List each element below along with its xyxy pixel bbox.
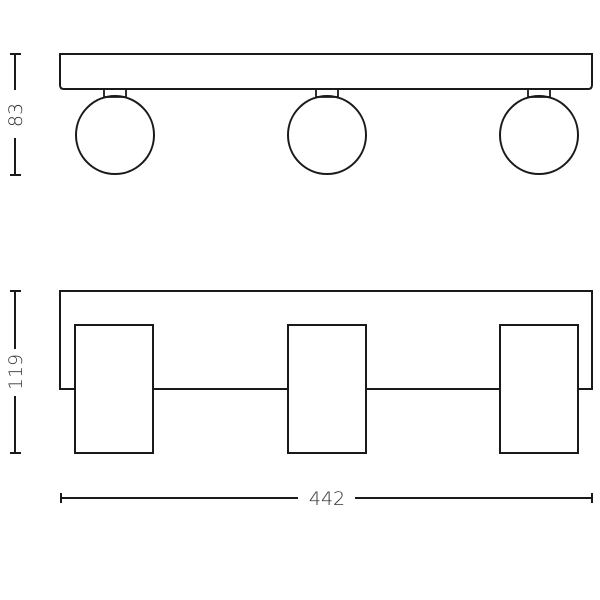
globe-3 (499, 95, 579, 175)
dimension-442 (60, 493, 593, 503)
side-spot-1 (75, 89, 155, 175)
front-spot-1 (74, 324, 154, 454)
front-spot-3 (499, 324, 579, 454)
label-width-442: 442 (309, 488, 345, 510)
label-height-83: 83 (5, 103, 27, 127)
label-height-119: 119 (5, 354, 27, 390)
side-spot-3 (499, 89, 579, 175)
front-spot-2 (287, 324, 367, 454)
front-view-backplate (59, 290, 593, 390)
globe-1 (75, 95, 155, 175)
dimension-119 (10, 290, 21, 454)
side-view (59, 53, 593, 175)
front-view (59, 290, 593, 454)
dimension-83 (10, 53, 21, 176)
side-spot-2 (287, 89, 367, 175)
side-view-bar (59, 53, 593, 90)
globe-2 (287, 95, 367, 175)
